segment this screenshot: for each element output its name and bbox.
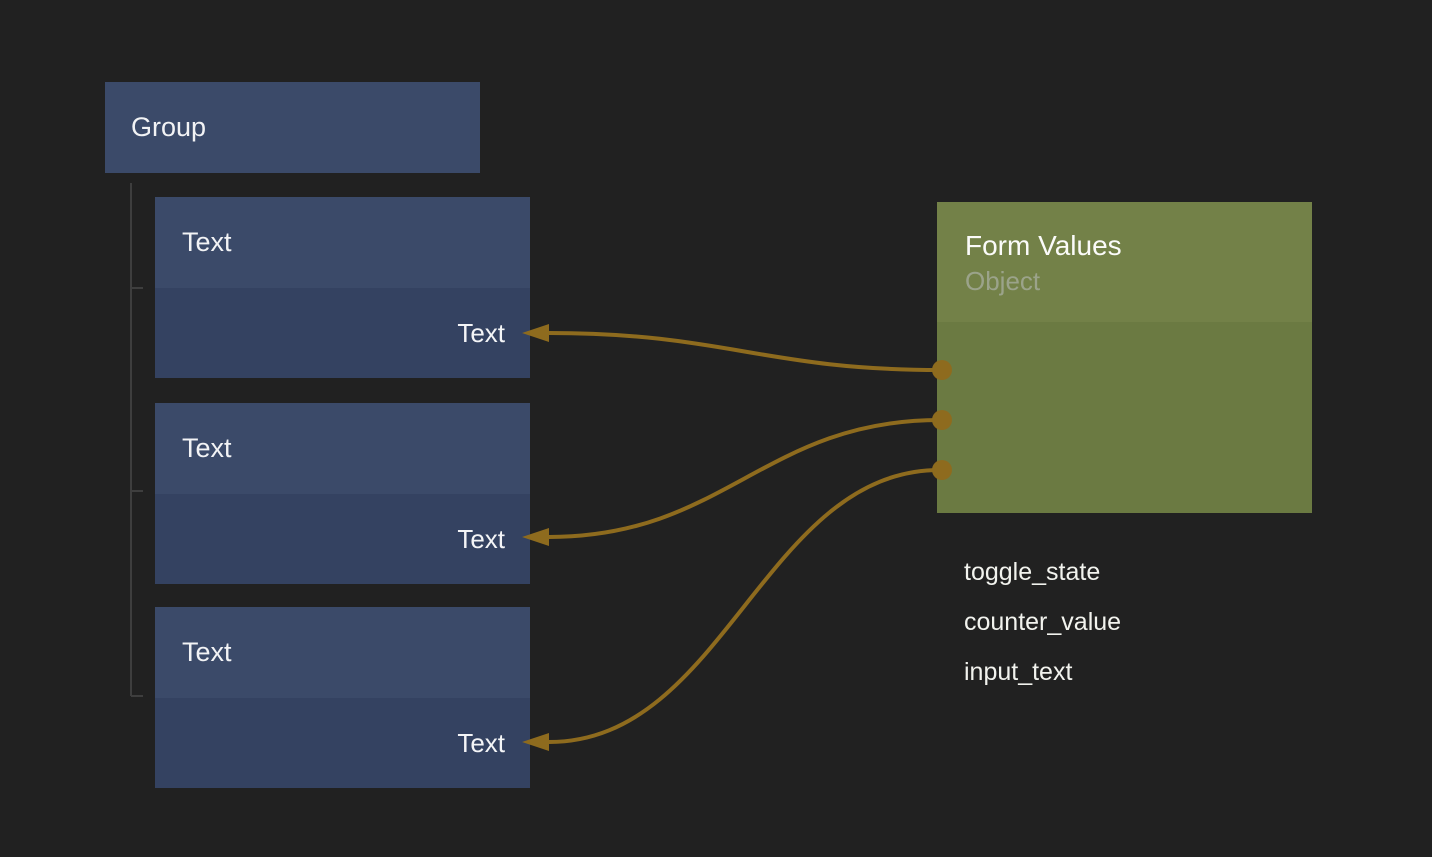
- wire-2[interactable]: [548, 418, 941, 539]
- node-text-3-input-label: Text: [457, 728, 505, 758]
- node-form-values-subtitle: Object: [965, 266, 1041, 296]
- node-text-2-input-label: Text: [457, 524, 505, 554]
- output-label-input-text: input_text: [964, 658, 1073, 686]
- output-label-counter-value: counter_value: [964, 608, 1122, 636]
- node-text-3-title: Text: [182, 637, 232, 667]
- node-text-2-header[interactable]: Text: [155, 403, 530, 494]
- node-text-1-input-label: Text: [457, 318, 505, 348]
- node-group-title: Group: [131, 112, 207, 142]
- node-text-2-title: Text: [182, 433, 232, 463]
- output-label-toggle-state: toggle_state: [964, 558, 1101, 586]
- node-form-values-header[interactable]: Form Values Object: [937, 202, 1312, 322]
- wire-1[interactable]: [548, 331, 941, 372]
- group-tree-connector: [130, 183, 143, 697]
- node-form-values-ports: toggle_state counter_value input_text: [937, 202, 1312, 686]
- node-text-1-header[interactable]: Text: [155, 197, 530, 288]
- wire-3[interactable]: [548, 468, 941, 744]
- node-text-1-title: Text: [182, 227, 232, 257]
- node-form-values[interactable]: Form Values Object toggle_state counter_…: [937, 202, 1312, 686]
- node-text-3-body: Text: [155, 698, 530, 788]
- node-form-values-body: [937, 322, 1312, 513]
- node-text-2[interactable]: Text Text: [155, 403, 530, 584]
- node-text-2-body: Text: [155, 494, 530, 584]
- node-group[interactable]: Group: [105, 82, 480, 173]
- node-form-values-title: Form Values: [965, 230, 1122, 261]
- node-text-1[interactable]: Text Text: [155, 197, 530, 378]
- node-text-3-header[interactable]: Text: [155, 607, 530, 698]
- node-text-3[interactable]: Text Text: [155, 607, 530, 788]
- node-text-1-body: Text: [155, 288, 530, 378]
